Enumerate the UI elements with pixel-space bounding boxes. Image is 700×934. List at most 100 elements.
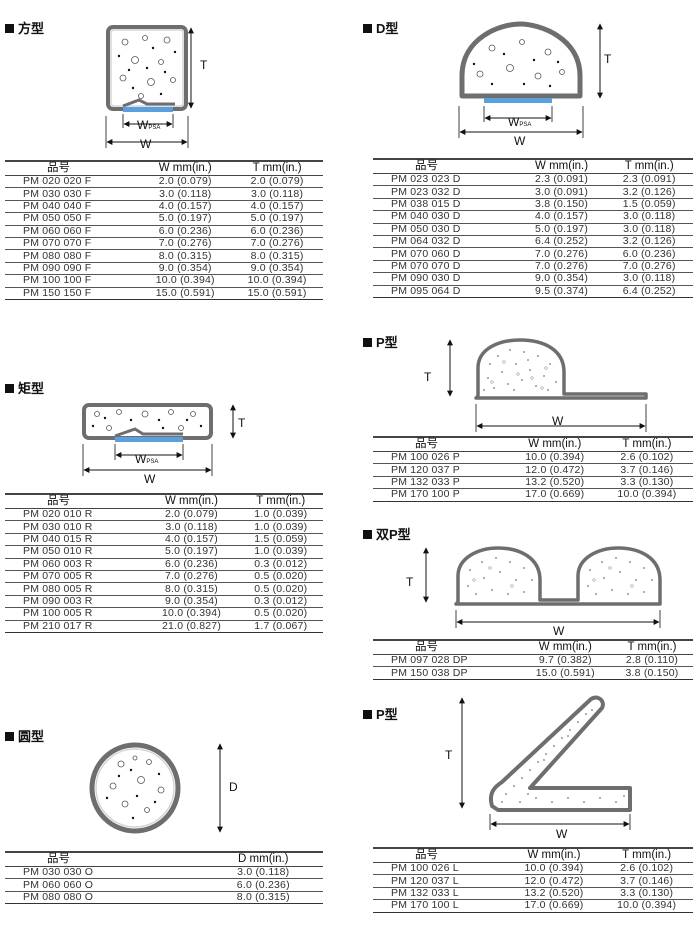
table-cell: 13.2 (0.520) — [507, 887, 601, 901]
table-cell: 0.3 (0.012) — [238, 595, 323, 609]
table-cell: 4.0 (0.157) — [144, 533, 239, 547]
table-cell: PM 170 100 P — [373, 488, 509, 502]
table-cell: 6.0 (0.236) — [144, 558, 239, 571]
section-title-rect: 矩型 — [5, 378, 44, 397]
table-cell: 2.8 (0.110) — [610, 654, 693, 668]
dim-label-w: W — [514, 134, 526, 148]
dim-label-wpsa-main: W — [508, 115, 520, 129]
table-header-cell: W mm(in.) — [519, 639, 611, 655]
table-cell: 5.0 (0.197) — [231, 212, 323, 226]
table-cell: 3.0 (0.118) — [605, 223, 693, 236]
section-title-p-type: P型 — [363, 332, 398, 351]
dp-type-gasket-diagram — [423, 546, 662, 628]
table-cell: 15.0 (0.591) — [231, 287, 323, 300]
table-cell: 3.0 (0.118) — [231, 187, 323, 201]
table-cell: 3.7 (0.146) — [600, 874, 693, 888]
section-title-text: D型 — [376, 21, 399, 36]
table-cell: 10.0 (0.394) — [231, 274, 323, 288]
table-cell: 5.0 (0.197) — [517, 223, 606, 236]
table-cell: 6.0 (0.236) — [139, 225, 232, 238]
table-cell: 4.0 (0.157) — [139, 200, 232, 214]
table-cell: 7.0 (0.276) — [605, 260, 693, 274]
table-cell: PM 038 015 D — [373, 198, 518, 212]
table-header-cell: 品号 — [373, 158, 518, 174]
table-cell: 2.0 (0.079) — [144, 508, 239, 522]
bullet-square-icon — [363, 710, 372, 719]
table-cell: PM 070 005 R — [5, 570, 145, 584]
table-cell: PM 210 017 R — [5, 620, 145, 633]
table-cell: 3.3 (0.130) — [600, 887, 693, 901]
section-title-text: 双P型 — [376, 527, 411, 542]
bullet-square-icon — [363, 338, 372, 347]
table-cell: PM 120 037 P — [373, 463, 509, 477]
dim-label-t: T — [200, 58, 208, 72]
table-cell: PM 040 040 F — [5, 200, 140, 214]
table-header-cell: T mm(in.) — [610, 639, 693, 655]
table-cell: 8.0 (0.315) — [139, 249, 232, 263]
section-title-text: 方型 — [18, 21, 45, 36]
table-cell: 17.0 (0.669) — [507, 899, 601, 913]
table-cell: 3.0 (0.118) — [139, 187, 232, 201]
table-cell: 0.3 (0.012) — [238, 558, 323, 571]
table-cell: 10.0 (0.394) — [139, 274, 232, 288]
p-type-gasket-diagram — [447, 338, 648, 432]
table-cell: PM 097 028 DP — [373, 654, 520, 668]
table-cell: PM 050 030 D — [373, 223, 518, 236]
dim-label-w: W — [144, 472, 156, 486]
table-cell: PM 060 060 F — [5, 225, 140, 238]
table-cell: PM 080 080 O — [5, 891, 204, 905]
table-cell: 0.5 (0.020) — [238, 582, 323, 596]
table-cell: PM 060 003 R — [5, 558, 145, 571]
table-cell: 10.0 (0.394) — [507, 862, 601, 876]
dim-label-d: D — [229, 780, 238, 794]
table-cell: 1.0 (0.039) — [238, 520, 323, 534]
dim-label-wpsa-sub: PSA — [146, 459, 159, 465]
table-cell: 2.3 (0.091) — [605, 173, 693, 187]
table-header-cell: T mm(in.) — [238, 493, 323, 509]
bullet-square-icon — [363, 530, 372, 539]
table-header-cell: W mm(in.) — [507, 847, 601, 863]
dim-label-wpsa: WPSA — [508, 115, 531, 129]
table-header-cell: T mm(in.) — [231, 160, 323, 176]
table-cell: 10.0 (0.394) — [600, 488, 693, 502]
bullet-square-icon — [5, 732, 14, 741]
table-cell: 3.2 (0.126) — [605, 185, 693, 199]
table-cell: PM 120 037 L — [373, 874, 508, 888]
dim-label-wpsa: WPSA — [137, 118, 160, 132]
square-gasket-diagram — [105, 25, 194, 148]
table-cell: 1.0 (0.039) — [238, 545, 323, 559]
table-cell: 2.0 (0.079) — [139, 175, 232, 189]
round-gasket-diagram — [89, 742, 223, 834]
table-cell: 15.0 (0.591) — [139, 287, 232, 300]
table-cell: 7.0 (0.276) — [231, 237, 323, 251]
table-header-cell: 品号 — [5, 851, 204, 867]
table-cell: PM 132 033 P — [373, 476, 509, 490]
table-cell: 0.5 (0.020) — [238, 607, 323, 621]
